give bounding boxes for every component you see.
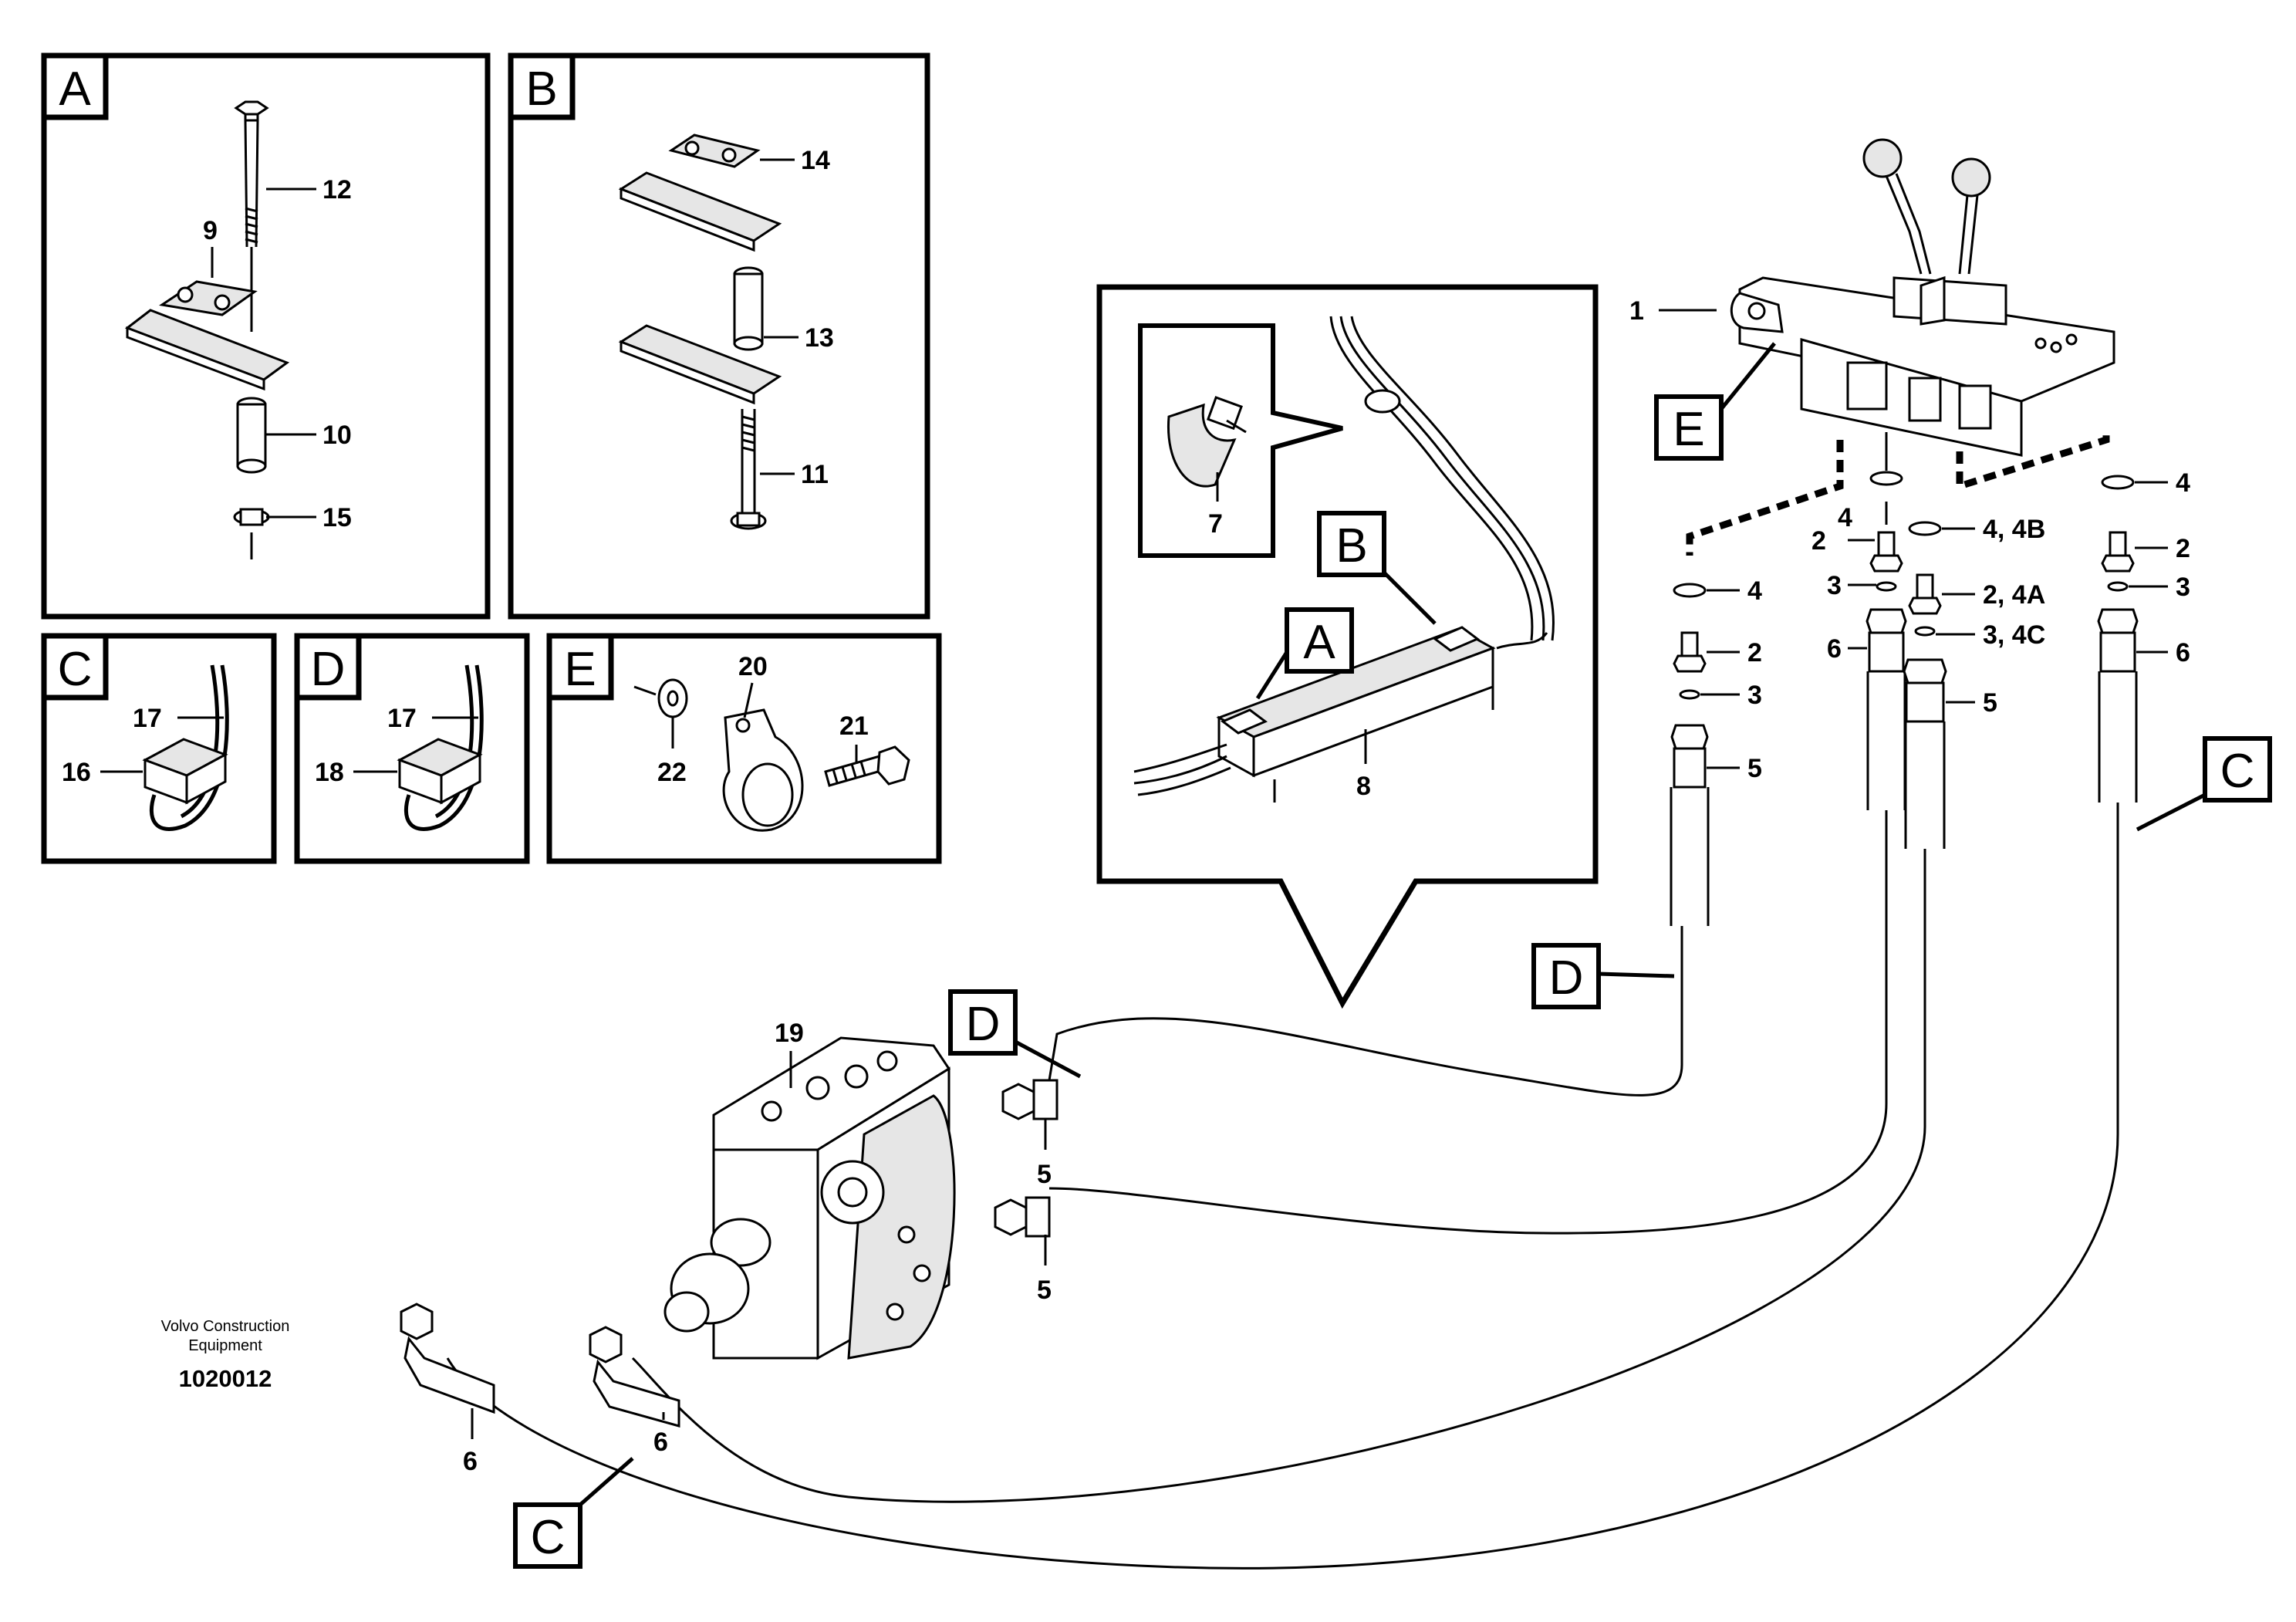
callout-14: 14: [801, 146, 830, 175]
label-c-pointer-bottom: C: [513, 1457, 634, 1569]
overview-callout-bubble: 7 8 A B: [1096, 284, 1599, 1009]
pointer-letter-d: D: [966, 998, 1001, 1051]
detail-letter-e: E: [564, 643, 596, 696]
callout-21: 21: [839, 711, 869, 741]
pointer-letter-c: C: [2220, 745, 2255, 798]
callout-4-4b: 4, 4B: [1983, 515, 2045, 544]
callout-5: 5: [1983, 688, 1997, 718]
detail-letter-c: C: [58, 643, 93, 696]
callout-4: 4: [1747, 576, 1762, 606]
label-b-pointer: B: [1317, 511, 1437, 625]
manufacturer-credit-line1: Volvo Construction: [161, 1318, 290, 1335]
callout-15: 15: [322, 503, 352, 532]
callout-2: 2: [1747, 638, 1762, 667]
callout-13: 13: [805, 323, 834, 353]
spacer-tube: [236, 397, 267, 474]
pointer-letter-e: E: [1673, 403, 1704, 456]
hose-clamp: [722, 708, 804, 832]
detail-box-d: D 17 18: [294, 633, 530, 864]
detail-box-a: A: [41, 52, 491, 620]
bolt: [234, 100, 269, 332]
callout-6: 6: [463, 1447, 478, 1476]
clamp-plate: [159, 280, 258, 316]
fitting-stack-d: [1670, 583, 1710, 926]
callout-19: 19: [775, 1019, 804, 1048]
bolt: [730, 409, 767, 530]
fitting-stack-center-left: [1866, 471, 1907, 810]
callout-6: 6: [1827, 634, 1842, 664]
callout-10: 10: [322, 421, 352, 450]
pointer-letter-d: D: [1549, 951, 1584, 1005]
fitting-stack-center-right: [1903, 521, 1947, 849]
callout-3: 3: [1747, 681, 1762, 710]
callout-18: 18: [315, 758, 344, 787]
control-valve-block: [663, 1036, 956, 1360]
support-bar: [1216, 626, 1496, 803]
callout-12: 12: [322, 175, 352, 204]
callout-9: 9: [203, 216, 218, 245]
hose-end-fittings: [400, 1079, 1059, 1428]
callout-8: 8: [1356, 772, 1371, 801]
callout-5: 5: [1747, 754, 1762, 783]
cable-tie-with-block: [397, 664, 484, 831]
clamp-plate: [668, 133, 761, 168]
detail-box-c: C 17 16: [41, 633, 277, 864]
pointer-letter-b: B: [1335, 519, 1367, 573]
label-d-pointer-hose: D: [948, 989, 1082, 1079]
callout-2: 2: [1811, 526, 1826, 556]
callout-4: 4: [1838, 503, 1852, 532]
callout-7: 7: [1208, 509, 1223, 539]
callout-6: 6: [653, 1428, 668, 1457]
label-d-pointer-fitting: D: [1531, 943, 1675, 1009]
pointer-letter-a: A: [1303, 616, 1335, 669]
callout-11: 11: [801, 460, 829, 489]
cable-tie-with-block: [142, 664, 229, 831]
callout-4: 4: [2176, 468, 2190, 498]
label-c-pointer-right: C: [2136, 736, 2272, 832]
callout-22: 22: [657, 758, 687, 787]
callout-2: 2: [2176, 534, 2190, 563]
callout-3-4c: 3, 4C: [1983, 620, 2045, 650]
clamp-bolt: [824, 745, 910, 787]
callout-3: 3: [1827, 571, 1842, 600]
callout-5: 5: [1037, 1276, 1052, 1305]
callout-1: 1: [1629, 296, 1644, 326]
callout-16: 16: [62, 758, 91, 787]
fitting-stack-right: [2097, 475, 2139, 803]
label-a-pointer: A: [1255, 607, 1354, 700]
pointer-letter-c: C: [531, 1511, 566, 1564]
detail-letter-b: B: [525, 63, 557, 116]
callout-6: 6: [2176, 638, 2190, 667]
document-number: 1020012: [179, 1365, 272, 1392]
detail-box-b: B 14 13 11: [508, 52, 930, 620]
detail-letter-a: A: [59, 63, 91, 116]
callout-3: 3: [2176, 573, 2190, 602]
washer: [657, 678, 688, 718]
bracket: [124, 309, 290, 391]
bracket-upper: [618, 171, 782, 252]
hose-clip: [1167, 396, 1247, 488]
hydraulic-hoses: [446, 803, 2119, 1570]
flange-nut: [233, 508, 270, 559]
callout-20: 20: [738, 652, 768, 681]
callout-2-4a: 2, 4A: [1983, 580, 2045, 610]
callout-5: 5: [1037, 1160, 1052, 1189]
detail-letter-d: D: [311, 643, 346, 696]
callout-17: 17: [133, 704, 162, 733]
spacer-tube: [733, 266, 764, 351]
pilot-control-valve: [1730, 138, 2115, 457]
detail-box-e: E 22 20 21: [546, 633, 942, 864]
manufacturer-credit-line2: Equipment: [188, 1337, 262, 1354]
label-e-pointer: E: [1654, 342, 1776, 461]
bracket-lower: [618, 324, 782, 405]
callout-17: 17: [387, 704, 417, 733]
